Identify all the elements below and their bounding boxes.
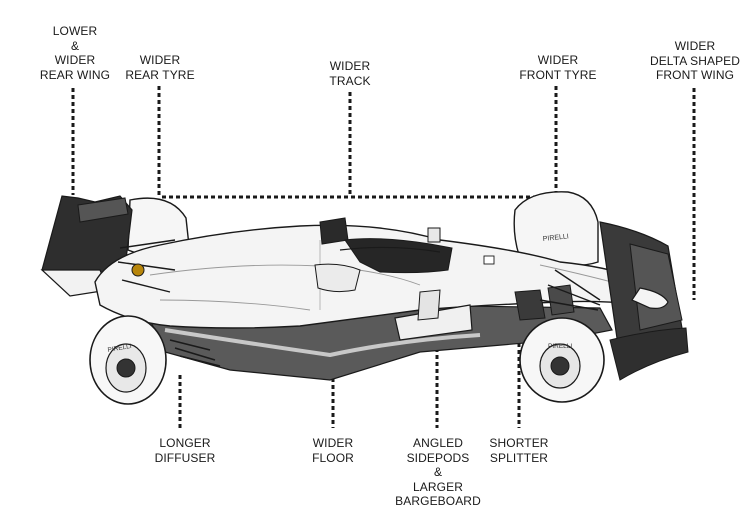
label-floor: WIDER FLOOR [290,436,376,465]
label-line: WIDER [139,53,181,67]
label-line: LONGER [159,436,211,450]
label-splitter: SHORTER SPLITTER [472,436,566,465]
label-line: SIDEPODS [406,450,470,465]
rear-hub [131,263,145,277]
label-line: REAR TYRE [125,67,195,82]
label-line: LOWER [52,24,98,38]
front-suspension [539,269,601,311]
body-panel-line [159,299,311,311]
label-line: WIDER [537,53,579,67]
label-line: TRACK [329,73,371,88]
label-line: & [70,38,80,53]
label-line: ANGLED [413,436,463,450]
label-front-tyre: WIDER FRONT TYRE [508,53,608,82]
label-line: WIDER [329,59,371,73]
label-line: WIDER [54,53,96,67]
label-diffuser: LONGER DIFFUSER [140,436,230,465]
label-line: DELTA SHAPED [649,53,741,68]
label-line: WIDER [312,436,354,450]
label-line: SHORTER [489,436,549,450]
rear-suspension [117,239,176,293]
label-line: BARGEBOARD [395,494,481,508]
mirror [427,227,441,243]
front-wing-elements [609,327,689,381]
bargeboard-vane [417,289,441,321]
front-tyre-far [513,191,599,267]
label-line: FLOOR [312,450,354,465]
label-rear-wing: LOWER & WIDER REAR WING [30,24,120,82]
sidepod-inlet [314,263,361,293]
rear-wing-flap [77,197,129,223]
label-track: WIDER TRACK [305,59,395,88]
label-line: REAR WING [39,67,111,82]
rear-wheel-hub [116,358,136,378]
cockpit-rim [339,246,441,253]
label-line: WIDER [674,39,716,53]
label-line: & [433,465,443,479]
diffuser-strakes [169,339,221,367]
front-wheel-hub [550,356,570,376]
label-line: LARGER [413,479,463,494]
floor-edge-highlight [164,328,481,358]
nose-tip [631,287,669,309]
label-rear-tyre: WIDER REAR TYRE [115,53,205,82]
airbox [319,217,349,245]
label-sidepods: ANGLED SIDEPODS & LARGER BARGEBOARD [387,436,489,509]
bargeboard [394,304,473,341]
turning-vane [514,289,546,321]
camera-pod [483,255,495,265]
body-panel-line [149,264,421,286]
front-tyre-far-brand: PIRELLI [542,233,569,243]
label-line: FRONT TYRE [519,67,597,82]
rear-tyre-near-brand: PIRELLI [107,343,132,354]
label-front-wing: WIDER DELTA SHAPED FRONT WING [640,39,750,83]
label-line: FRONT WING [655,68,735,82]
label-line: DIFFUSER [154,450,216,465]
label-line: SPLITTER [489,450,549,465]
front-tyre-near-brand: PIRELLI [548,343,572,350]
